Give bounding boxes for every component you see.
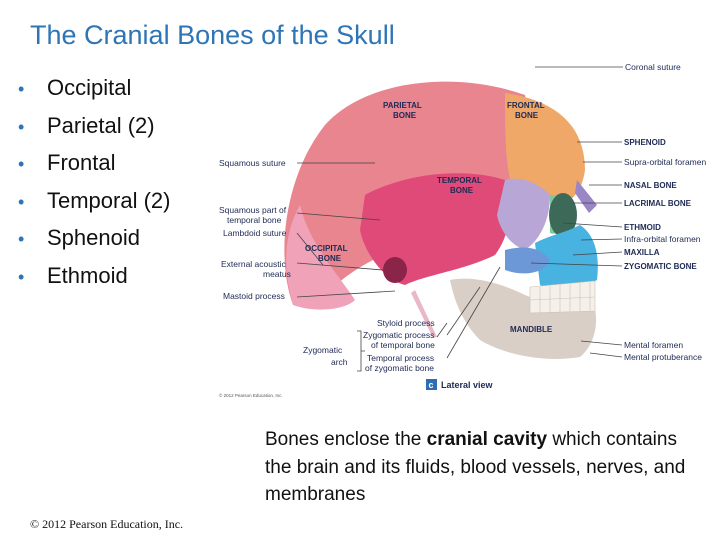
label-mandible: MANDIBLE: [510, 325, 553, 334]
figure-copyright: © 2012 Pearson Education, Inc.: [219, 392, 283, 398]
slide-title: The Cranial Bones of the Skull: [30, 20, 395, 50]
caption-emphasis: cranial cavity: [426, 429, 548, 450]
label-lacrimal-bone: LACRIMAL BONE: [624, 199, 692, 208]
label-lambdoid-suture: Lambdoid suture: [223, 228, 287, 238]
leader-line: [580, 340, 623, 346]
list-item: • Temporal (2): [18, 183, 170, 221]
label-nasal-bone: NASAL BONE: [624, 181, 677, 190]
label-infraorbital-foramen: Infra-orbital foramen: [624, 234, 701, 244]
list-item: • Ethmoid: [18, 258, 170, 296]
label-sphenoid: SPHENOID: [624, 138, 666, 147]
label-parietal-bone: PARIETAL: [383, 101, 422, 110]
label-zygomatic-bone: ZYGOMATIC BONE: [624, 262, 697, 271]
frontal-bone-shape: [505, 93, 585, 203]
leader-line: [296, 290, 396, 298]
label-temporal-bone: BONE: [450, 186, 474, 195]
sphenoid-bone-shape: [497, 178, 550, 250]
bullet-icon: •: [18, 79, 25, 99]
label-parietal-bone: BONE: [393, 111, 417, 120]
list-item: • Sphenoid: [18, 220, 170, 258]
leader-line: [296, 232, 324, 266]
bullet-icon: •: [18, 154, 25, 174]
label-supraorbital-foramen: Supra-orbital foramen: [624, 157, 706, 167]
list-item-label: Ethmoid: [47, 262, 128, 288]
label-zygomatic-process: Zygomatic process: [363, 330, 434, 340]
leader-line: [580, 238, 623, 241]
label-squamous-part: temporal bone: [227, 215, 282, 225]
label-occipital-bone: OCCIPITAL: [305, 244, 348, 253]
label-styloid-process: Styloid process: [377, 318, 435, 328]
list-item: • Parietal (2): [18, 108, 170, 146]
caption-before: Bones enclose the: [265, 429, 427, 450]
leader-line: [436, 322, 448, 338]
zygomatic-arch-bracket: [357, 330, 365, 372]
bone-list: • Occipital • Parietal (2) • Frontal • Tempo…: [18, 70, 170, 295]
orbit-shape: [549, 193, 577, 237]
leader-line: [562, 222, 623, 228]
list-item-label: Temporal (2): [47, 187, 171, 213]
label-ethmoid: ETHMOID: [624, 223, 661, 232]
label-mastoid-process: Mastoid process: [223, 291, 285, 301]
label-maxilla: MAXILLA: [624, 248, 660, 257]
list-item-label: Occipital: [47, 75, 132, 100]
styloid-process-shape: [411, 290, 437, 338]
panel-letter-box: [426, 379, 437, 390]
copyright-notice: © 2012 Pearson Education, Inc.: [30, 517, 184, 531]
label-temporal-bone: TEMPORAL: [437, 176, 482, 185]
zygomatic-bone-shape: [505, 247, 550, 274]
occipital-bone-shape: [286, 205, 355, 310]
nasal-bone-shape: [575, 180, 597, 213]
bullet-icon: •: [18, 229, 25, 249]
label-external-acoustic-meatus: meatus: [263, 269, 291, 279]
list-item-label: Sphenoid: [47, 225, 140, 250]
label-temporal-process: of zygomatic bone: [365, 363, 434, 373]
label-frontal-bone: BONE: [515, 111, 539, 120]
label-frontal-bone: FRONTAL: [507, 101, 545, 110]
caption-after: which contains the brain and its fluids,…: [265, 429, 686, 505]
label-coronal-suture: Coronal suture: [625, 62, 681, 72]
leader-line: [446, 266, 501, 359]
label-zygomatic-arch: Zygomatic: [303, 345, 343, 355]
leader-line: [530, 262, 623, 267]
caption-text: Bones enclose the cranial cavity which c…: [265, 426, 705, 509]
label-temporal-process: Temporal process: [367, 353, 434, 363]
leader-line: [572, 251, 623, 256]
label-occipital-bone: BONE: [318, 254, 342, 263]
label-external-acoustic-meatus: External acoustic: [221, 259, 286, 269]
panel-letter: c: [429, 380, 434, 390]
temporal-bone-shape: [360, 173, 511, 285]
list-item: • Occipital: [18, 70, 170, 108]
leader-line: [296, 212, 381, 221]
bullet-icon: •: [18, 191, 25, 212]
list-item-label: Parietal (2): [47, 112, 155, 138]
leader-line: [589, 352, 623, 358]
external-acoustic-meatus-shape: [383, 257, 407, 283]
mandible-shape: [450, 278, 597, 360]
bullet-icon: •: [18, 266, 25, 287]
teeth-shape: [529, 280, 596, 314]
label-squamous-suture: Squamous suture: [219, 158, 286, 168]
skull-lateral-view-figure: Coronal suture Squamous suture Squamous …: [219, 62, 706, 398]
label-mental-foramen: Mental foramen: [624, 340, 683, 350]
leader-line: [296, 262, 384, 271]
teeth-lines: [529, 282, 596, 313]
list-item-label: Frontal: [47, 150, 116, 175]
label-zygomatic-process: of temporal bone: [371, 340, 435, 350]
bullet-icon: •: [18, 116, 25, 137]
maxilla-bone-shape: [535, 225, 598, 291]
panel-title: Lateral view: [441, 380, 494, 390]
label-mental-protuberance: Mental protuberance: [624, 352, 702, 362]
label-squamous-part: Squamous part of: [219, 205, 287, 215]
leader-line: [446, 286, 481, 336]
list-item: • Frontal: [18, 145, 170, 183]
label-zygomatic-arch: arch: [331, 357, 348, 367]
